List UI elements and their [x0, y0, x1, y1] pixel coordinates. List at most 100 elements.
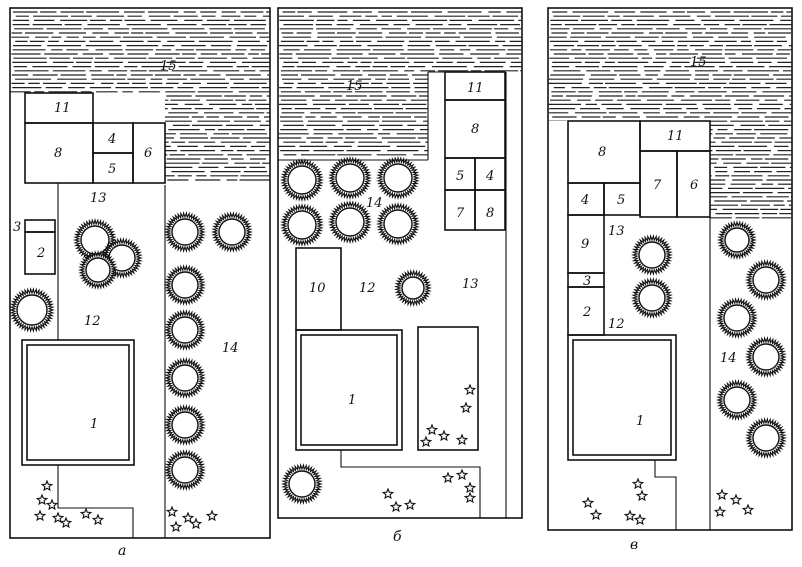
plan-b-flowers	[381, 383, 477, 513]
flower-icon	[463, 383, 477, 396]
plan-a-label-11: 11	[54, 101, 71, 116]
tree-icon	[716, 219, 758, 261]
tree-core	[752, 266, 780, 294]
flower-icon	[403, 498, 417, 511]
tree-core	[723, 386, 751, 414]
tree-core	[218, 218, 246, 246]
plan-b-label-15: 15	[346, 79, 363, 94]
plan-b-label-12: 12	[359, 281, 376, 296]
tree-core	[171, 218, 199, 246]
plan-b-label-7: 7	[456, 206, 465, 221]
plan-v-label-14: 14	[720, 351, 737, 366]
plan-v-front-edge	[654, 460, 677, 530]
plan-b-label-4: 4	[485, 169, 494, 184]
plan-v-label-11: 11	[667, 129, 684, 144]
flower-icon	[437, 429, 451, 442]
flower-icon	[635, 489, 649, 502]
flower-icon	[91, 513, 105, 526]
tree-core	[723, 304, 751, 332]
plan-b-water-hatching	[278, 11, 522, 156]
flower-icon	[381, 487, 395, 500]
plan-b-label-8: 8	[471, 122, 479, 137]
tree-core	[724, 227, 750, 253]
flower-icon	[713, 505, 727, 518]
plan-a-label-2: 2	[36, 246, 45, 261]
plan-v-caption: в	[630, 537, 638, 553]
tree-core	[752, 343, 780, 371]
flower-icon	[425, 423, 439, 436]
plan-b: 15 11 8 5 4 7 8 14 10 12 13 1 б	[277, 7, 523, 545]
plan-v-label-2: 2	[582, 305, 591, 320]
flower-icon	[205, 509, 219, 522]
plan-a-label-6: 6	[144, 146, 152, 161]
flower-icon	[419, 435, 433, 448]
plan-a-label-13: 13	[90, 191, 107, 206]
plan-a-label-12: 12	[84, 314, 101, 329]
plan-a-label-15: 15	[160, 59, 177, 74]
plan-b-label-13: 13	[462, 277, 479, 292]
flower-icon	[463, 491, 477, 504]
flower-icon	[40, 479, 54, 492]
flower-icon	[79, 507, 93, 520]
plan-a-house-outer	[21, 339, 135, 466]
plan-b-label-1: 1	[348, 393, 356, 408]
flower-icon	[729, 493, 743, 506]
plan-a-label-3: 3	[13, 220, 21, 235]
plan-a-house-1	[26, 344, 130, 461]
tree-core	[171, 364, 199, 392]
plan-a-building-2	[24, 231, 56, 275]
plan-a-label-14: 14	[222, 341, 239, 356]
plan-v-label-8: 8	[598, 145, 606, 160]
flower-icon	[741, 503, 755, 516]
plan-b-label-10: 10	[309, 281, 326, 296]
plan-b-house-outer	[295, 329, 403, 451]
plan-b-house-1	[300, 334, 398, 446]
plan-v-label-5: 5	[617, 193, 625, 208]
plan-a-label-5: 5	[108, 162, 116, 177]
flower-icon	[623, 509, 637, 522]
plan-a-flowerbed-edge	[57, 465, 134, 538]
tree-core	[383, 163, 413, 193]
tree-core	[638, 241, 666, 269]
plan-a: 15 11 8 4 5 6 13 3 2 12 14 1 а	[9, 7, 271, 559]
tree-core	[171, 316, 199, 344]
plan-a-trees	[9, 211, 254, 491]
tree-core	[383, 209, 413, 239]
plan-v-label-7: 7	[653, 178, 662, 193]
plan-v: 15 8 11 4 5 7 6 9 13 3 2 12 14 1 в	[547, 7, 793, 553]
flower-icon	[45, 498, 59, 511]
tree-core	[171, 411, 199, 439]
plan-v-label-13: 13	[608, 224, 625, 239]
plan-a-border	[9, 7, 271, 539]
plan-a-label-8: 8	[54, 146, 62, 161]
plan-b-border	[277, 7, 523, 519]
plan-v-label-9: 9	[581, 237, 589, 252]
flower-icon	[455, 433, 469, 446]
plan-b-front-edge	[340, 450, 481, 518]
tree-core	[287, 210, 317, 240]
flower-icon	[51, 511, 65, 524]
tree-core	[752, 424, 780, 452]
plan-v-house-outer	[567, 334, 677, 461]
plan-b-label-14: 14	[366, 196, 383, 211]
flower-icon	[35, 493, 49, 506]
plan-v-label-3: 3	[583, 274, 591, 289]
plan-v-label-15: 15	[690, 55, 707, 70]
flower-icon	[389, 500, 403, 513]
flower-icon	[189, 517, 203, 530]
flower-icon	[459, 401, 473, 414]
plan-v-building-5	[603, 182, 641, 216]
plan-b-caption: б	[393, 529, 402, 545]
plan-v-water-hatching	[548, 11, 792, 219]
plan-v-house-1	[572, 339, 672, 456]
flower-icon	[165, 505, 179, 518]
flower-icon	[631, 477, 645, 490]
plan-v-label-6: 6	[690, 178, 698, 193]
tree-icon	[77, 249, 119, 291]
plan-a-caption: а	[118, 543, 126, 559]
plan-v-label-4: 4	[580, 193, 589, 208]
plan-a-building-3	[24, 219, 56, 233]
flower-icon	[463, 481, 477, 494]
plan-v-border	[547, 7, 793, 531]
plan-b-label-8b: 8	[486, 206, 494, 221]
